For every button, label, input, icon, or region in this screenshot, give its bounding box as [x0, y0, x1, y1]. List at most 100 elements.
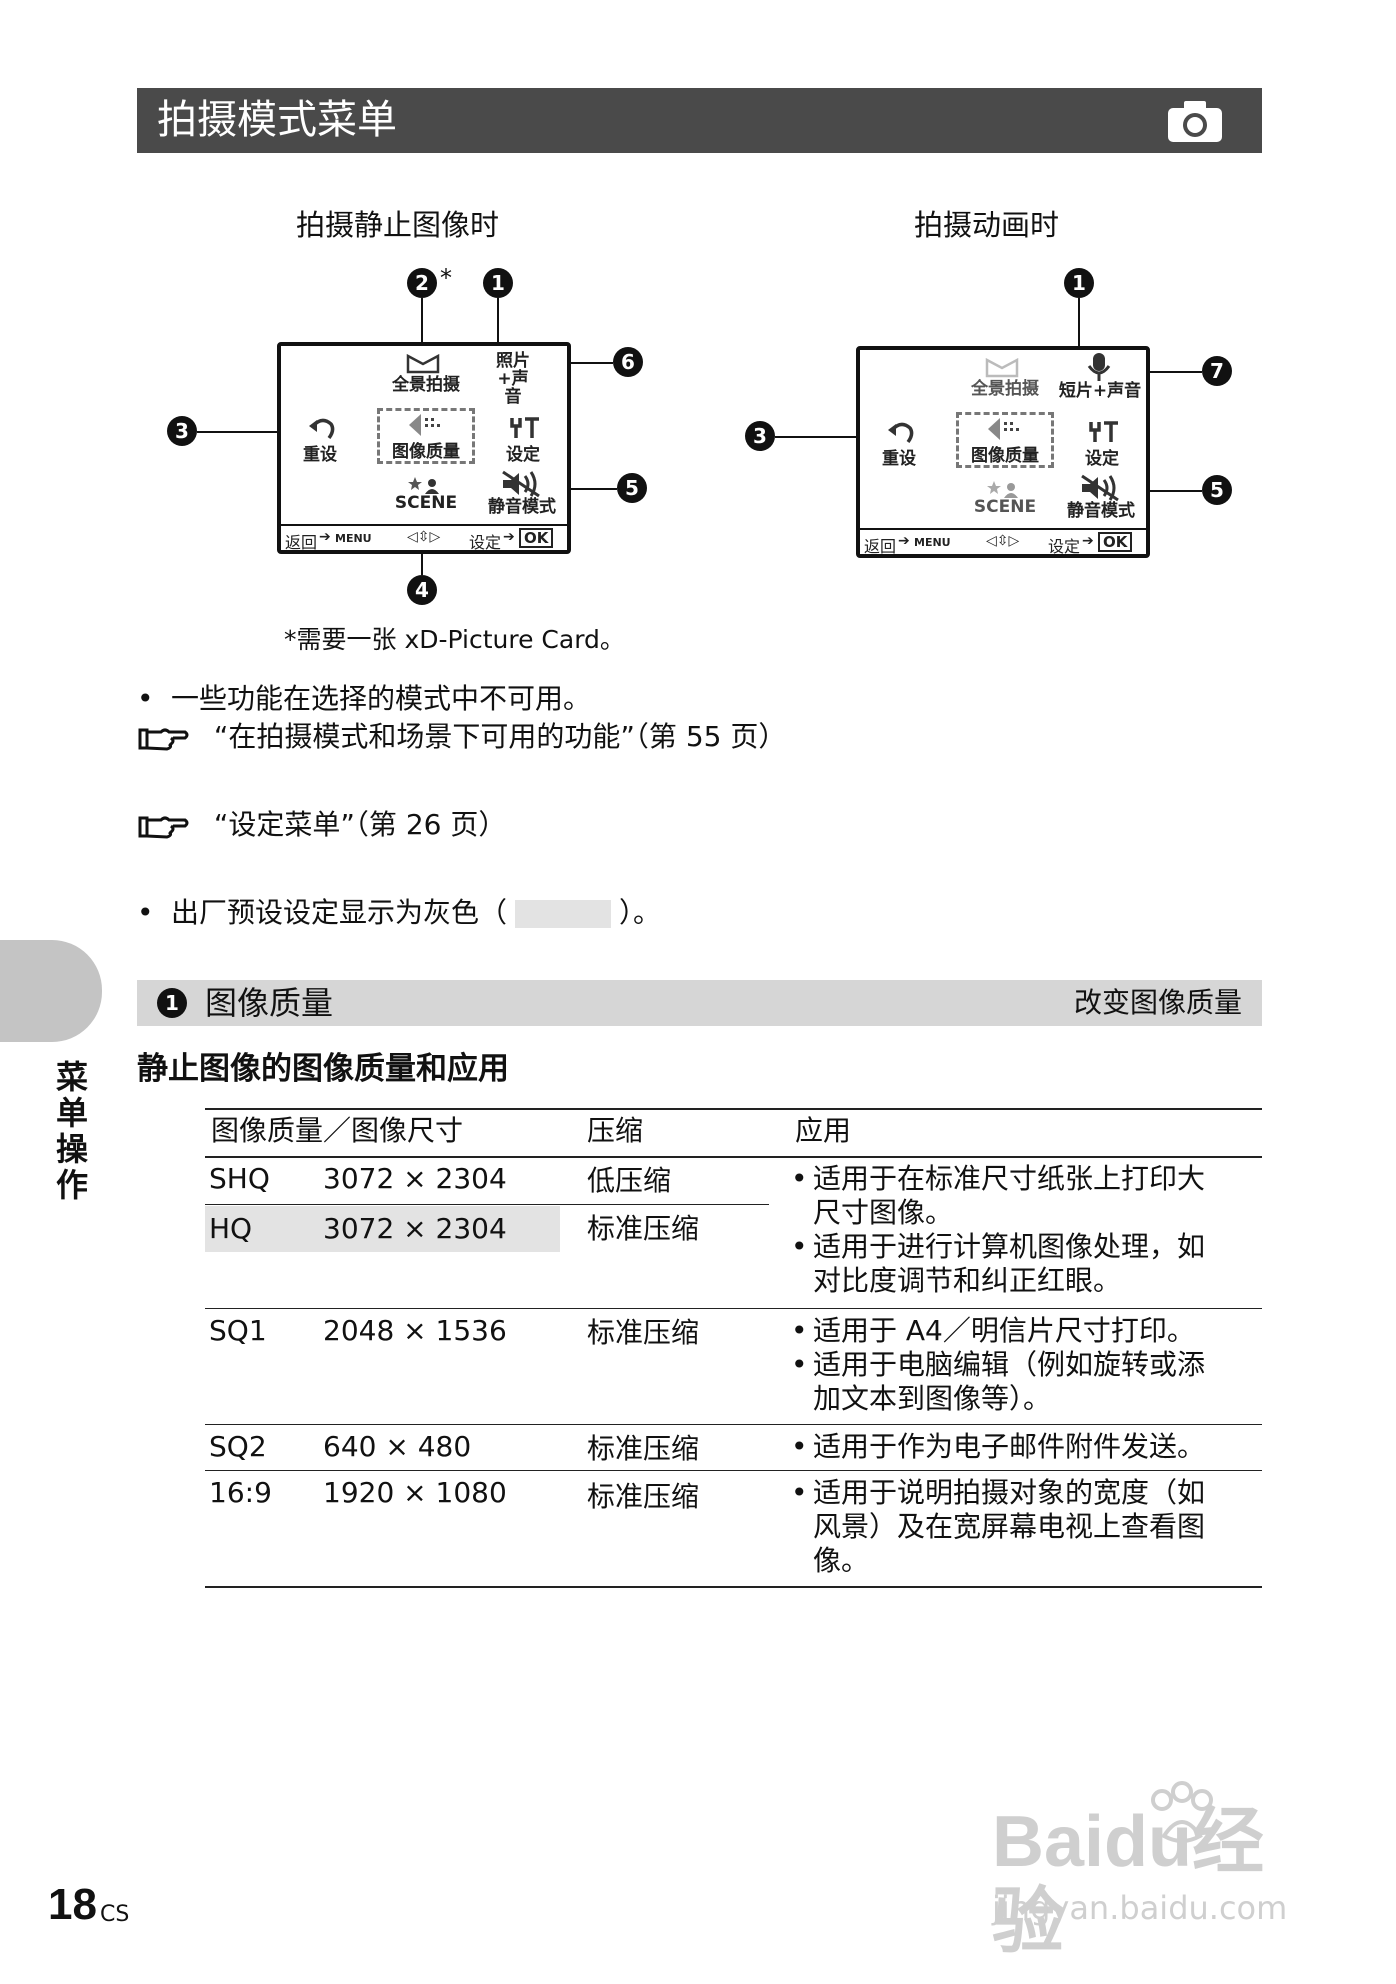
callout-3: 3	[167, 416, 197, 446]
quality-icon	[409, 414, 440, 436]
panorama-icon	[985, 358, 1019, 378]
section-title: 图像质量	[205, 984, 334, 1022]
reference-link[interactable]: “设定菜单”（第 26 页）	[137, 808, 506, 842]
lcd-still: 全景拍摄 照片 +声音 重设 图像质量 设定 SCENE 静音模式 返回 ➔ M…	[277, 342, 571, 554]
pointing-hand-icon	[138, 728, 189, 751]
panorama-icon	[406, 354, 440, 374]
reset-icon	[309, 418, 335, 440]
table-cell: SHQ	[209, 1162, 270, 1195]
menu-option-short-sound: 短片+声音	[1058, 381, 1142, 401]
reference-text: “设定菜单”（第 26 页）	[213, 808, 507, 841]
reference-link[interactable]: “在拍摄模式和场景下可用的功能”（第 55 页）	[137, 720, 786, 754]
watermark-text: Baidu经验	[992, 1802, 1265, 1962]
menu-option-silent-mode: 静音模式	[488, 497, 556, 517]
table-cell: SQ2	[209, 1430, 267, 1463]
table-title: 静止图像的图像质量和应用	[137, 1051, 509, 1087]
application-cell: 适用于 A4／明信片尺寸打印。 适用于电脑编辑（例如旋转或添加文本到图像等）。	[789, 1314, 1229, 1416]
silent-mode-icon	[1081, 474, 1119, 502]
menu-option-panorama: 全景拍摄	[971, 379, 1039, 399]
application-item: 适用于作为电子邮件附件发送。	[789, 1430, 1249, 1464]
application-cell: 适用于说明拍摄对象的宽度（如风景）及在宽屏幕电视上查看图像。	[789, 1476, 1229, 1578]
header-bar: 拍摄模式菜单	[137, 88, 1262, 153]
still-diagram-title: 拍摄静止图像时	[296, 208, 500, 242]
table-cell: 标准压缩	[587, 1432, 700, 1465]
arrow-right-icon: ➔	[319, 529, 331, 545]
table-cell: 16:9	[209, 1476, 272, 1509]
ok-button-label: OK	[519, 528, 554, 548]
table-cell: 低压缩	[587, 1164, 672, 1197]
lcd-bottom-bar: 返回 ➔ MENU ◁⇳▷ 设定 ➔ OK	[281, 524, 567, 552]
setup-icon	[510, 417, 539, 438]
application-cell: 适用于作为电子邮件附件发送。	[789, 1430, 1249, 1464]
leader-line	[421, 298, 423, 350]
pointing-hand-icon	[138, 816, 189, 839]
leader-line	[540, 362, 613, 364]
bullet-item: •一些功能在选择的模式中不可用。	[137, 682, 591, 716]
reset-icon	[888, 422, 914, 444]
callout-1: 1	[1064, 268, 1094, 298]
callout-6: 6	[613, 347, 643, 377]
microphone-icon	[1087, 353, 1111, 381]
table-cell: 标准压缩	[587, 1212, 700, 1245]
default-setting-shade	[205, 1206, 560, 1252]
bar-set-label: 设定	[1048, 537, 1081, 556]
watermark-url: jingyan.baidu.com	[992, 1889, 1288, 1927]
table-cell: 标准压缩	[587, 1316, 700, 1349]
page-title: 拍摄模式菜单	[157, 97, 397, 143]
callout-7: 7	[1202, 356, 1232, 386]
table-rule	[205, 1156, 1262, 1158]
menu-option-photo-sound-line2: +声音	[497, 369, 529, 407]
table-cell: 标准压缩	[587, 1480, 700, 1513]
bullet-dot: •	[137, 896, 154, 929]
quality-icon	[988, 418, 1019, 440]
application-cell: 适用于在标准尺寸纸张上打印大尺寸图像。 适用于进行计算机图像处理，如对比度调节和…	[789, 1162, 1229, 1298]
menu-option-scene: SCENE	[394, 493, 458, 513]
setup-icon	[1089, 421, 1118, 442]
table-rule	[205, 1586, 1262, 1588]
menu-option-reset: 重设	[882, 449, 916, 469]
table-cell: SQ1	[209, 1314, 267, 1347]
table-rule	[205, 1204, 769, 1205]
table-cell: HQ	[209, 1212, 253, 1245]
navigation-arrows-icon: ◁⇳▷	[407, 529, 441, 545]
paw-logo-icon	[1151, 1781, 1213, 1843]
side-tab	[0, 940, 102, 1042]
menu-option-panorama: 全景拍摄	[392, 375, 460, 395]
menu-button-label: MENU	[335, 532, 372, 545]
arrow-right-icon: ➔	[898, 533, 910, 549]
silent-mode-icon	[502, 470, 540, 498]
watermark: Baidu经验 jingyan.baidu.com	[992, 1780, 1322, 1962]
section-bar: 1 图像质量 改变图像质量	[137, 980, 1262, 1026]
table-rule	[205, 1308, 1262, 1309]
table-cell: 3072 × 2304	[323, 1212, 507, 1245]
application-item: 适用于 A4／明信片尺寸打印。	[789, 1314, 1229, 1348]
table-rule	[205, 1424, 1262, 1425]
footnote: *需要一张 xD-Picture Card。	[284, 625, 625, 654]
scene-icon	[408, 477, 439, 494]
menu-option-reset: 重设	[303, 445, 337, 465]
table-rule	[205, 1470, 1262, 1471]
bar-back-label: 返回	[285, 533, 318, 552]
menu-button-label: MENU	[914, 536, 951, 549]
menu-option-image-quality: 图像质量	[956, 412, 1054, 468]
menu-option-setup: 设定	[1085, 449, 1119, 469]
menu-option-photo-sound-line1: 照片	[496, 351, 530, 371]
menu-option-image-quality: 图像质量	[377, 408, 475, 464]
bar-back-label: 返回	[864, 537, 897, 556]
reference-text: “在拍摄模式和场景下可用的功能”（第 55 页）	[213, 720, 787, 753]
page-number: 18	[48, 1880, 97, 1929]
lcd-bottom-bar: 返回 ➔ MENU ◁⇳▷ 设定 ➔ OK	[860, 528, 1146, 556]
page-suffix: CS	[100, 1902, 130, 1927]
ok-button-label: OK	[1098, 532, 1133, 552]
camera-icon	[1168, 101, 1222, 142]
bullet-item: •出厂预设设定显示为灰色（）。	[137, 896, 661, 930]
application-item: 适用于电脑编辑（例如旋转或添加文本到图像等）。	[789, 1348, 1229, 1416]
lcd-movie: 全景拍摄 短片+声音 重设 图像质量 设定 SCENE 静音模式 返回 ➔ ME…	[856, 346, 1150, 558]
bullet-dot: •	[137, 682, 154, 715]
callout-2-asterisk: *	[440, 264, 452, 292]
table-rule	[205, 1108, 1262, 1110]
menu-option-silent-mode: 静音模式	[1067, 501, 1135, 521]
arrow-right-icon: ➔	[503, 529, 515, 545]
navigation-arrows-icon: ◁⇳▷	[986, 533, 1020, 549]
callout-5: 5	[617, 473, 647, 503]
